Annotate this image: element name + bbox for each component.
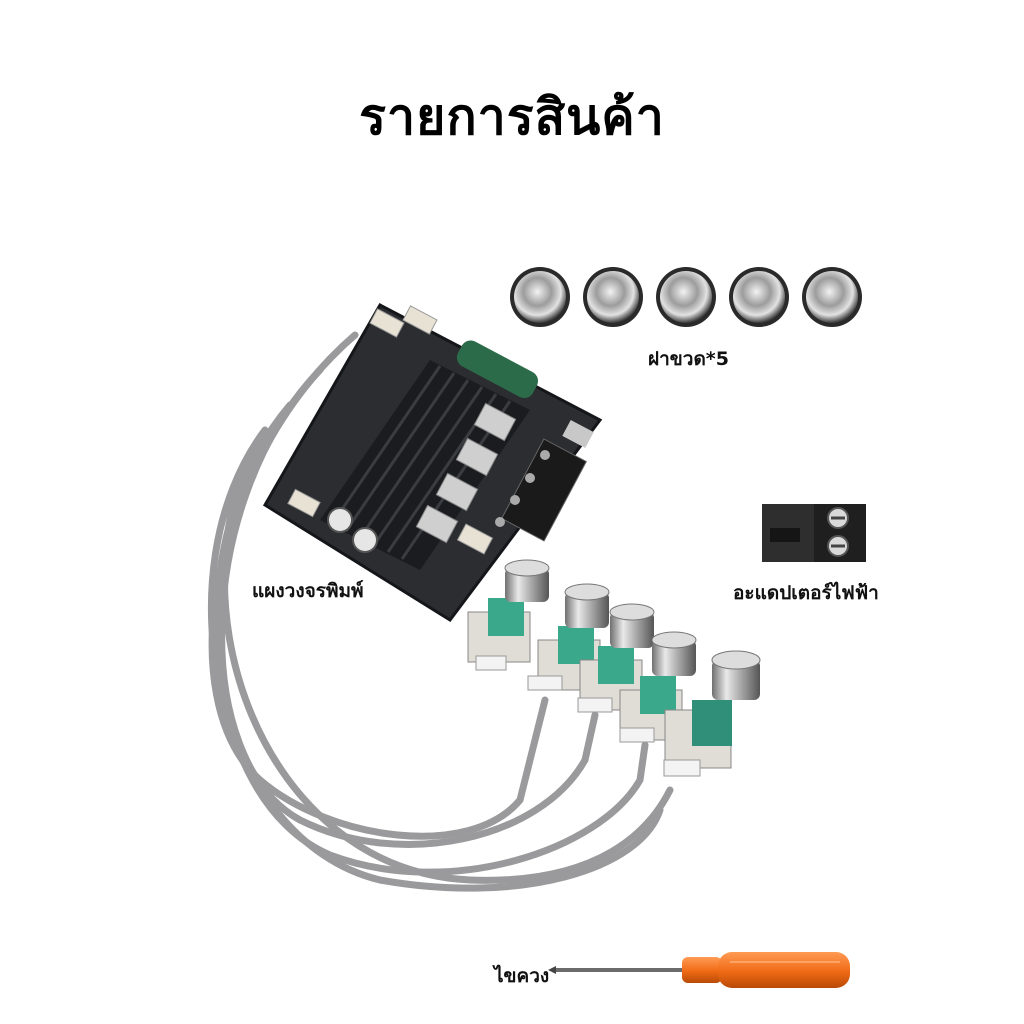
- knob-cap-icon: [729, 267, 789, 327]
- terminal-block-icon: [762, 504, 866, 562]
- potentiometer-icon: [663, 650, 761, 777]
- knob-cap-icon: [583, 267, 643, 327]
- potentiometer-icon: [619, 631, 697, 743]
- circuit-board-icon: [262, 303, 603, 622]
- caps-label: ฝาขวด*5: [648, 348, 729, 370]
- knob-caps-group: [510, 267, 862, 327]
- knob-cap-icon: [802, 267, 862, 327]
- screwdriver-label: ไขควง: [494, 965, 550, 987]
- screwdriver-icon: [548, 952, 850, 988]
- board-label: แผงวงจรพิมพ์: [252, 580, 364, 602]
- terminal-label: อะแดปเตอร์ไฟฟ้า: [733, 582, 879, 604]
- potentiometer-icon: [527, 583, 610, 691]
- knob-cap-icon: [656, 267, 716, 327]
- cables-group: [207, 331, 674, 892]
- potentiometer-icon: [467, 559, 550, 671]
- page-title: รายการสินค้า: [359, 88, 665, 146]
- knob-cap-icon: [510, 267, 570, 327]
- potentiometer-modules-group: [467, 559, 761, 777]
